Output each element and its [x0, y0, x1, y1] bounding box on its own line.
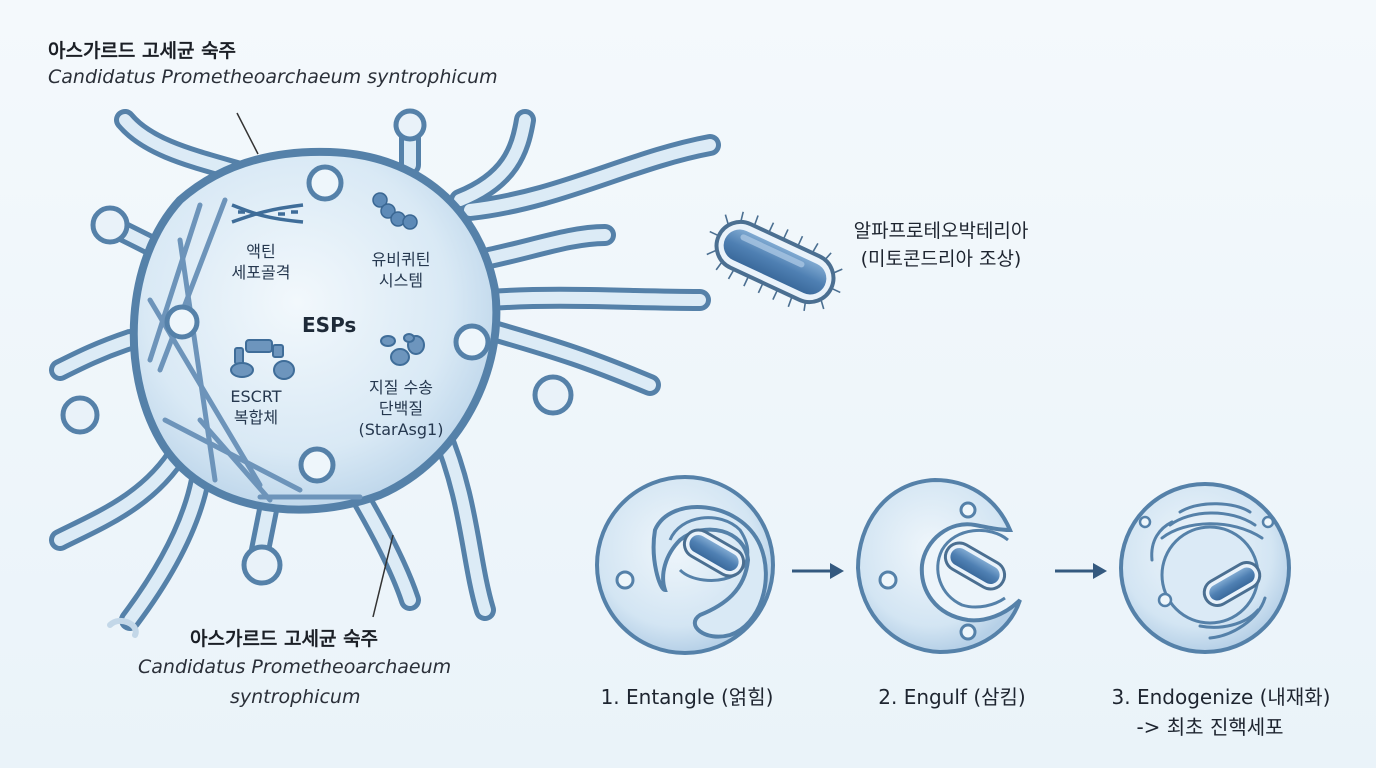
esp-title: ESPs — [302, 313, 357, 337]
ubiquitin-label-line2: 시스템 — [378, 271, 424, 290]
escrt-label-line1: ESCRT — [230, 387, 282, 406]
step1-label: 1. Entangle (얽힘) — [600, 685, 774, 709]
step-arrow-1 — [792, 563, 844, 579]
bacterium-label-line1: 알파프로테오박테리아 — [853, 220, 1029, 242]
actin-label-line1: 액틴 — [246, 242, 276, 261]
actin-filament-icon — [231, 203, 304, 224]
step3-label: 3. Endogenize (내재화) — [1111, 685, 1331, 709]
host-title-bottom: 아스가르드 고세균 숙주 — [190, 628, 379, 650]
bacterium-label-line2: (미토콘드리아 조상) — [860, 248, 1022, 270]
archaeon-cell-body — [129, 147, 501, 514]
step3-endogenize-cell — [1119, 482, 1291, 654]
ubiquitin-chain-icon — [372, 192, 418, 230]
archaeon-filaments — [147, 197, 363, 503]
escrt-complex-icon — [230, 339, 295, 380]
step2-engulf-cell — [855, 477, 1022, 655]
lipid-transfer-label-line2: 단백질 — [378, 399, 424, 418]
archaeon-vesicle-tips — [60, 108, 574, 586]
actin-label: 액틴 세포골격 — [226, 241, 296, 283]
host-species-bottom-line2: syntrophicum — [230, 686, 361, 708]
bacterium-label: 알파프로테오박테리아 (미토콘드리아 조상) — [836, 217, 1046, 273]
escrt-label: ESCRT 복합체 — [220, 386, 292, 428]
actin-label-line2: 세포골격 — [231, 263, 291, 282]
lipid-transfer-label: 지질 수송 단백질 (StarAsg1) — [346, 377, 456, 440]
alphaproteobacterium — [706, 211, 843, 311]
lipid-transfer-label-line3: (StarAsg1) — [358, 420, 444, 439]
step2-label: 2. Engulf (삼킴) — [878, 685, 1026, 709]
ubiquitin-label: 유비퀴틴 시스템 — [358, 249, 444, 291]
host-species-top: Candidatus Prometheoarchaeum syntrophicu… — [48, 66, 498, 88]
archaeon-host-cell — [49, 108, 721, 638]
ubiquitin-label-line1: 유비퀴틴 — [371, 250, 431, 269]
escrt-label-line2: 복합체 — [233, 408, 279, 427]
host-label-top-pointer — [236, 112, 259, 155]
lipid-transfer-protein-icon — [380, 333, 425, 366]
host-title-top: 아스가르드 고세균 숙주 — [48, 40, 237, 62]
step1-entangle-cell — [595, 475, 775, 655]
archaeon-internal-vesicles — [164, 164, 491, 484]
step3-sublabel: -> 최초 진핵세포 — [1136, 715, 1284, 739]
step-arrow-2 — [1055, 563, 1107, 579]
host-species-bottom-line1: Candidatus Prometheoarchaeum — [138, 656, 452, 678]
host-label-bottom-pointer — [372, 534, 394, 618]
lipid-transfer-label-line1: 지질 수송 — [369, 378, 433, 397]
